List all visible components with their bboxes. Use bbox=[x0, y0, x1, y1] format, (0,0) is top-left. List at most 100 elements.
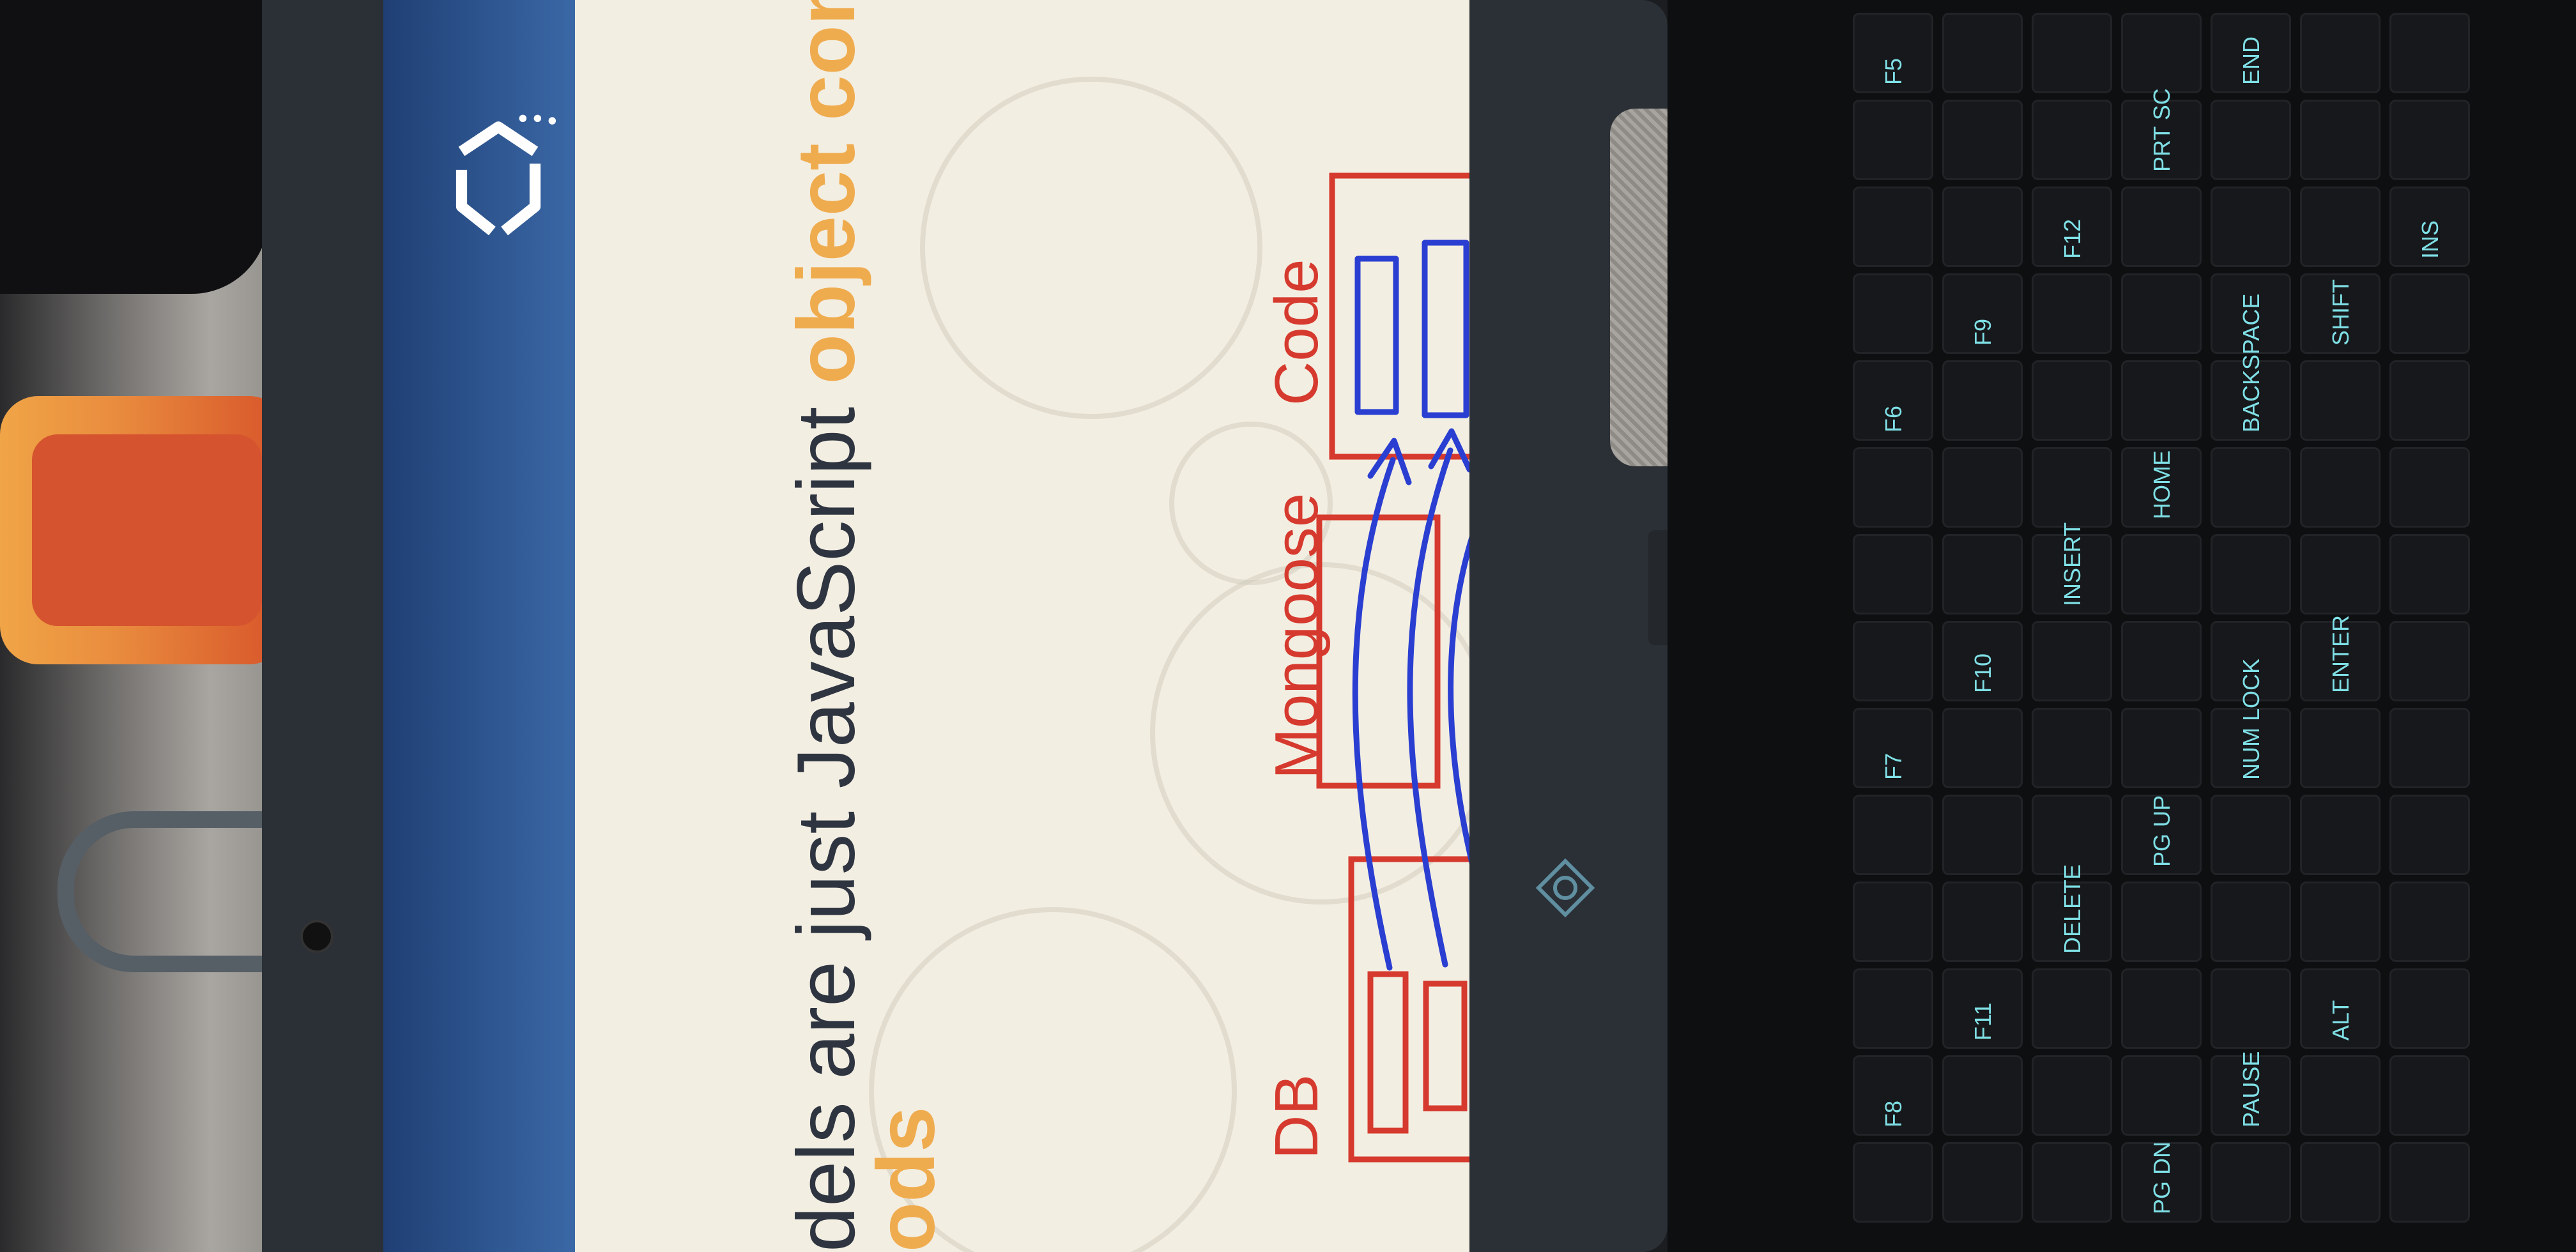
keyboard-key[interactable] bbox=[2121, 273, 2202, 354]
keyboard-key[interactable] bbox=[2211, 447, 2291, 528]
keyboard-key[interactable] bbox=[1853, 1142, 1933, 1223]
keyboard-key[interactable] bbox=[2389, 1142, 2470, 1223]
keyboard-key[interactable] bbox=[1853, 534, 1933, 615]
keyboard-key[interactable] bbox=[2121, 708, 2202, 788]
keyboard-key[interactable] bbox=[2121, 187, 2202, 267]
keyboard-key[interactable] bbox=[2211, 534, 2291, 615]
keyboard-key[interactable] bbox=[2300, 708, 2380, 788]
keyboard-key[interactable]: NUM LOCK bbox=[2211, 659, 2291, 788]
keyboard-key[interactable] bbox=[2300, 534, 2380, 615]
keyboard-key[interactable]: INSERT bbox=[2032, 523, 2112, 615]
keyboard-key[interactable]: F11 bbox=[1942, 968, 2023, 1049]
keyboard-key[interactable] bbox=[1853, 273, 1933, 354]
keyboard-key[interactable] bbox=[2300, 447, 2380, 528]
keyboard-key[interactable] bbox=[1942, 187, 2023, 267]
keyboard-key[interactable]: F7 bbox=[1853, 708, 1933, 788]
keyboard-key[interactable] bbox=[2389, 273, 2470, 354]
keyboard-key[interactable] bbox=[2300, 187, 2380, 267]
keyboard-key[interactable]: F8 bbox=[1853, 1055, 1933, 1136]
keyboard-key[interactable]: END bbox=[2211, 13, 2291, 93]
keyboard-key[interactable] bbox=[2032, 100, 2112, 180]
keyboard-key[interactable] bbox=[1942, 447, 2023, 528]
fabric-cloth bbox=[1610, 109, 1674, 466]
keyboard-key[interactable] bbox=[2389, 360, 2470, 441]
keyboard-key[interactable] bbox=[2032, 273, 2112, 354]
keyboard-key[interactable] bbox=[2300, 882, 2380, 962]
keyboard-key[interactable] bbox=[1942, 1142, 2023, 1223]
keyboard-key[interactable] bbox=[2389, 708, 2470, 788]
keyboard-key[interactable] bbox=[2300, 100, 2380, 180]
keyboard-key[interactable] bbox=[2300, 360, 2380, 441]
keyboard-key[interactable]: BACKSPACE bbox=[2211, 294, 2291, 441]
keyboard-key[interactable] bbox=[2211, 968, 2291, 1049]
keyboard-key[interactable] bbox=[2211, 621, 2291, 701]
keyboard-key[interactable] bbox=[1853, 187, 1933, 267]
keyboard-key[interactable]: F12 bbox=[2032, 187, 2112, 267]
keyboard-key[interactable] bbox=[2389, 534, 2470, 615]
keyboard-key[interactable] bbox=[2121, 1055, 2202, 1136]
keyboard-key[interactable] bbox=[2032, 795, 2112, 875]
keyboard-key[interactable] bbox=[2121, 882, 2202, 962]
keyboard-key[interactable] bbox=[1942, 13, 2023, 93]
keyboard-key[interactable] bbox=[2389, 100, 2470, 180]
keyboard-key[interactable] bbox=[2211, 187, 2291, 267]
keyboard-key[interactable] bbox=[1853, 447, 1933, 528]
keyboard-key[interactable] bbox=[2389, 795, 2470, 875]
keyboard-key[interactable] bbox=[2300, 1142, 2380, 1223]
keyboard-key[interactable] bbox=[2032, 1055, 2112, 1136]
keyboard-key[interactable] bbox=[2389, 13, 2470, 93]
keyboard-key[interactable] bbox=[1853, 100, 1933, 180]
keyboard-key[interactable] bbox=[1853, 795, 1933, 875]
keyboard-key[interactable] bbox=[2389, 968, 2470, 1049]
slide-sidebar bbox=[383, 0, 594, 1252]
keyboard-key[interactable]: F10 bbox=[1942, 621, 2023, 701]
keyboard-key[interactable]: PG DN bbox=[2121, 1141, 2202, 1223]
keyboard-key[interactable] bbox=[1942, 1055, 2023, 1136]
keyboard-key[interactable]: HOME bbox=[2121, 447, 2202, 528]
keyboard-key[interactable]: PAUSE bbox=[2211, 1051, 2291, 1136]
keyboard-key[interactable] bbox=[2121, 621, 2202, 701]
keyboard-key[interactable] bbox=[2121, 534, 2202, 615]
keyboard-key[interactable] bbox=[1853, 882, 1933, 962]
keyboard-key[interactable]: INS bbox=[2389, 187, 2470, 267]
keyboard-key[interactable] bbox=[2389, 1055, 2470, 1136]
keyboard-key[interactable]: F9 bbox=[1942, 273, 2023, 354]
keyboard-key[interactable] bbox=[2211, 882, 2291, 962]
keyboard-key[interactable] bbox=[2032, 621, 2112, 701]
keyboard-key[interactable] bbox=[2300, 13, 2380, 93]
keyboard-key[interactable]: ALT bbox=[2300, 968, 2380, 1049]
keyboard-key[interactable]: F6 bbox=[1853, 360, 1933, 441]
keyboard-key[interactable] bbox=[2032, 447, 2112, 528]
keyboard-key[interactable] bbox=[2211, 100, 2291, 180]
keyboard-key[interactable] bbox=[2032, 708, 2112, 788]
keyboard-key[interactable] bbox=[2211, 795, 2291, 875]
keyboard-key[interactable] bbox=[2032, 968, 2112, 1049]
keyboard-key[interactable] bbox=[1942, 360, 2023, 441]
keyboard-key[interactable] bbox=[2211, 1142, 2291, 1223]
keyboard-key[interactable] bbox=[2032, 1142, 2112, 1223]
keyboard-key[interactable]: SHIFT bbox=[2300, 273, 2380, 354]
keyboard-key[interactable] bbox=[2121, 13, 2202, 93]
keyboard-key[interactable]: F5 bbox=[1853, 13, 1933, 93]
keyboard-key[interactable] bbox=[2032, 360, 2112, 441]
keyboard-key[interactable] bbox=[1942, 795, 2023, 875]
keyboard-key[interactable]: ENTER bbox=[2300, 615, 2380, 701]
keyboard-key[interactable] bbox=[1942, 534, 2023, 615]
keyboard-key[interactable] bbox=[1853, 968, 1933, 1049]
keyboard-key[interactable] bbox=[2300, 795, 2380, 875]
keyboard-key[interactable] bbox=[2389, 621, 2470, 701]
keyboard-key[interactable] bbox=[2032, 13, 2112, 93]
keyboard-key[interactable] bbox=[2121, 968, 2202, 1049]
keyboard-key[interactable]: DELETE bbox=[2032, 864, 2112, 962]
keyboard-key[interactable] bbox=[1942, 882, 2023, 962]
keyboard-key[interactable]: PRT SC bbox=[2121, 88, 2202, 180]
keyboard-key[interactable] bbox=[1853, 621, 1933, 701]
keyboard-key[interactable] bbox=[1942, 100, 2023, 180]
keyboard-key[interactable] bbox=[2389, 447, 2470, 528]
keyboard-key[interactable] bbox=[1942, 708, 2023, 788]
keyboard-key[interactable] bbox=[2211, 273, 2291, 354]
keyboard-key[interactable] bbox=[2389, 882, 2470, 962]
keyboard-key[interactable]: PG UP bbox=[2121, 795, 2202, 875]
keyboard-key[interactable] bbox=[2300, 1055, 2380, 1136]
keyboard-key[interactable] bbox=[2121, 360, 2202, 441]
